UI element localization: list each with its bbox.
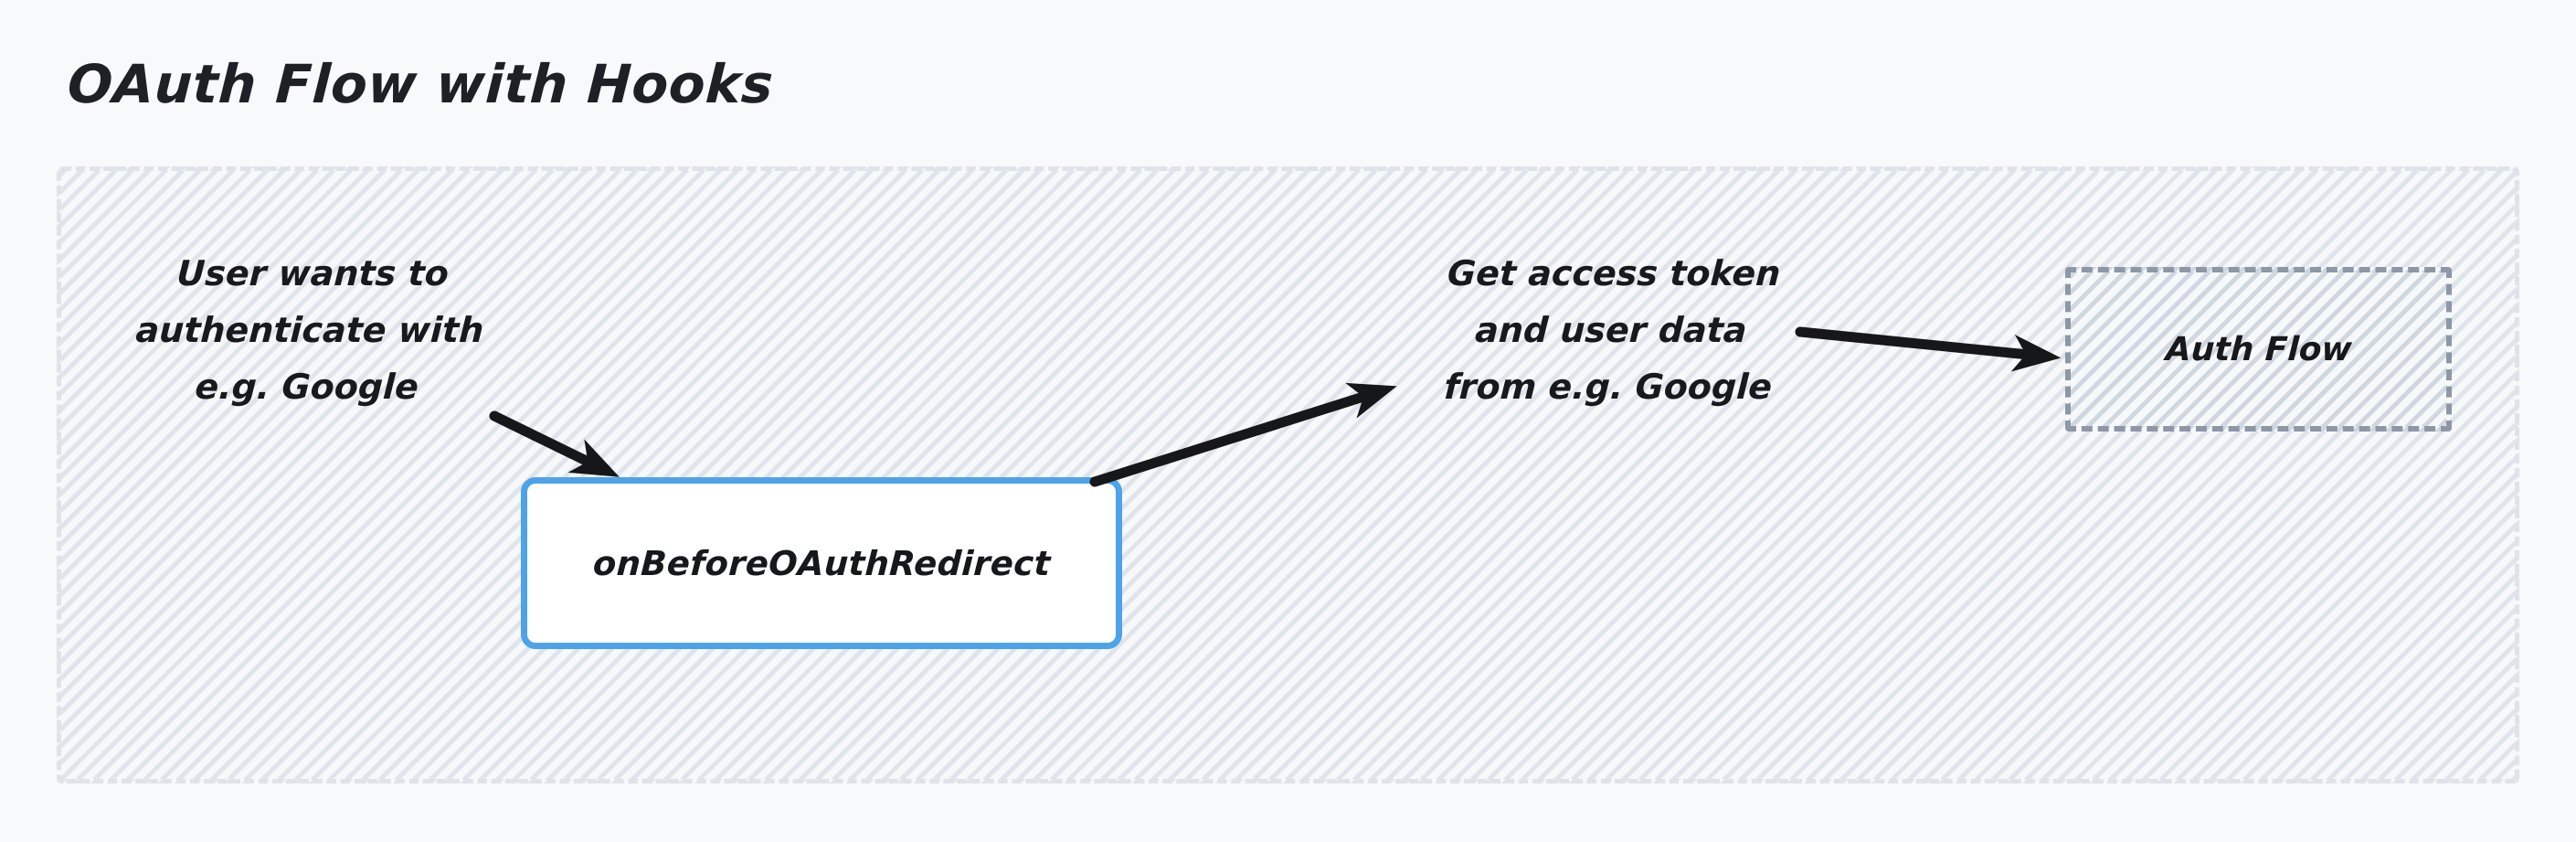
page-title: OAuth Flow with Hooks — [66, 53, 776, 115]
node-label-auth-flow: Auth Flow — [2164, 330, 2353, 368]
edge-label-user-authenticate: User wants to authenticate with e.g. Goo… — [134, 253, 485, 407]
edge-label-get-access-token: Get access token and user data from e.g.… — [1443, 253, 1782, 407]
node-label-on-before-oauth-redirect: onBeforeOAuthRedirect — [591, 543, 1052, 583]
node-auth-flow[interactable]: Auth Flow — [2065, 267, 2452, 432]
node-on-before-oauth-redirect[interactable]: onBeforeOAuthRedirect — [521, 477, 1122, 649]
